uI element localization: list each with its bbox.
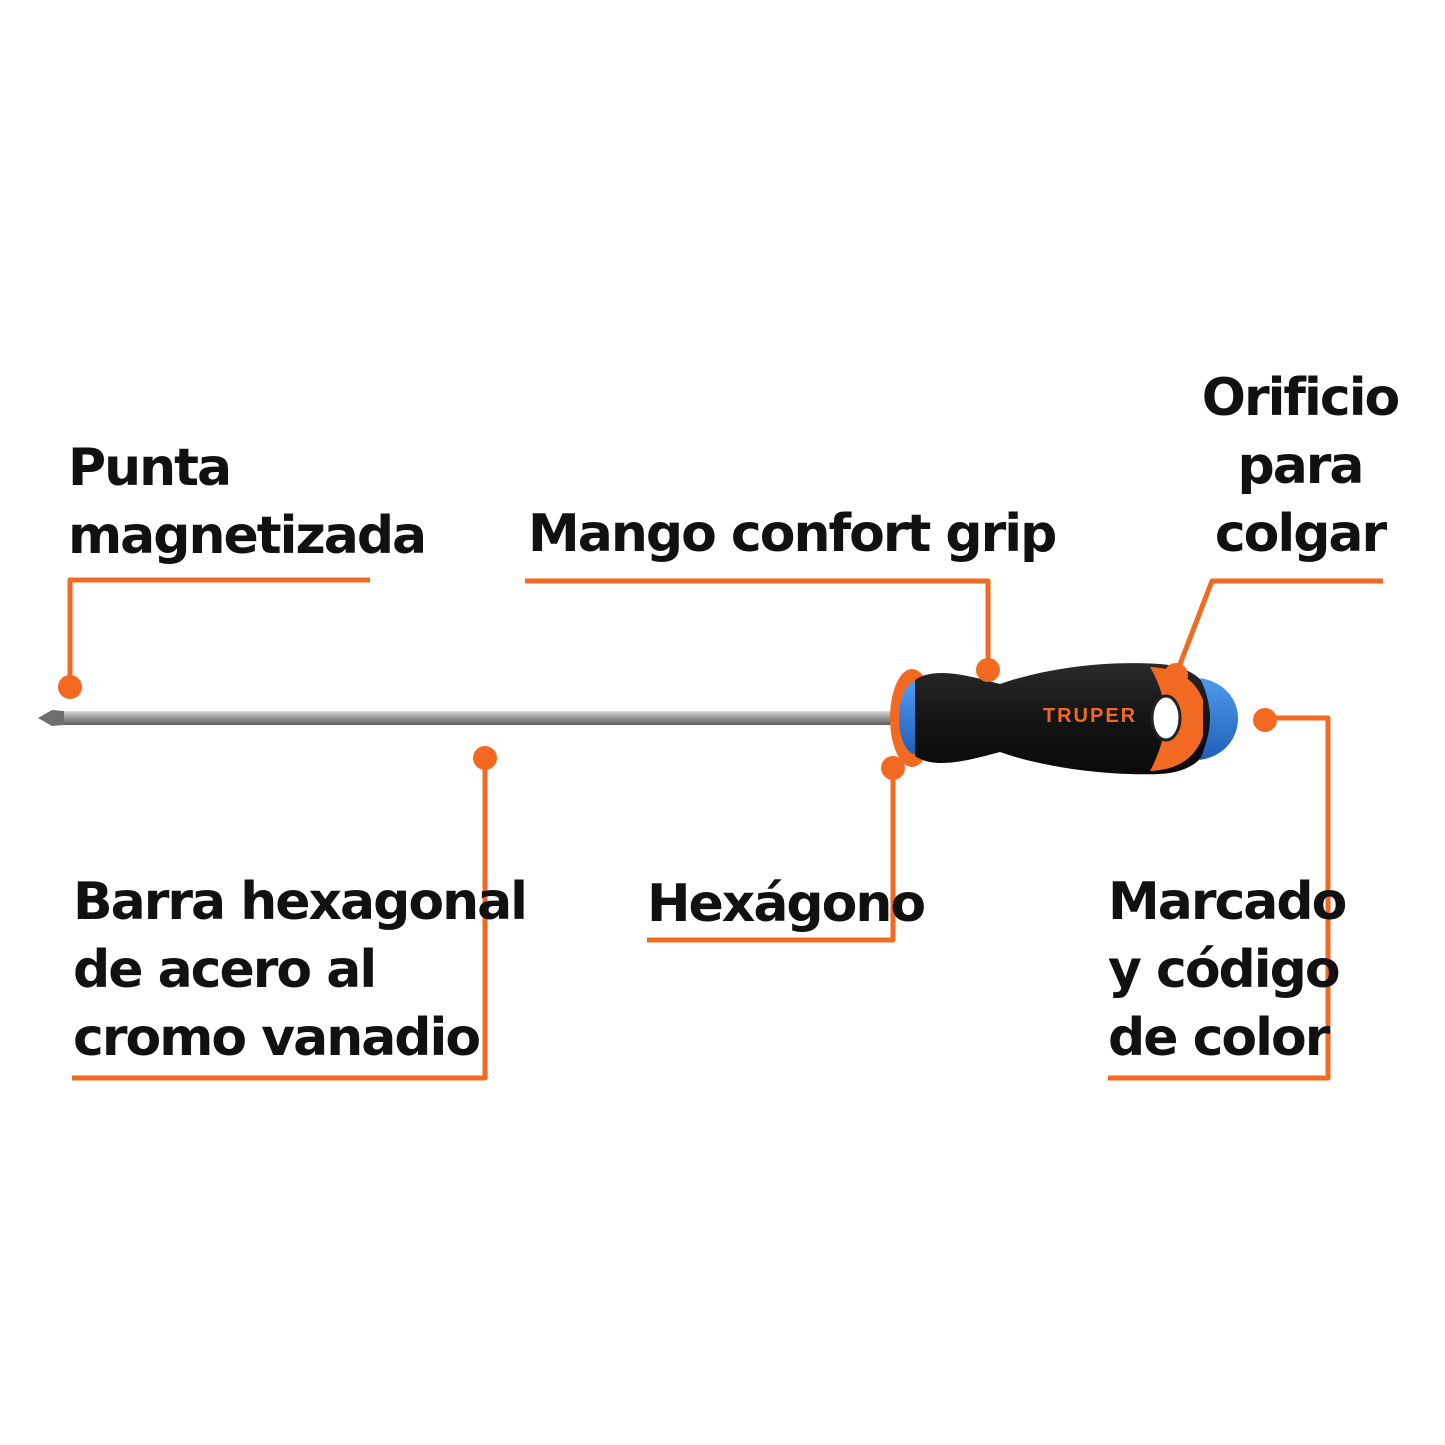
bar-leader [72, 758, 488, 1081]
marking-label-line: Marcado [1108, 872, 1347, 932]
hole-label: Orificio para colgar [1200, 364, 1401, 568]
rear-blue-cap [1200, 678, 1238, 760]
phillips-tip [38, 710, 64, 726]
hole-dot [1164, 663, 1188, 687]
marking-dot [1253, 708, 1277, 732]
hexagon-leader [647, 768, 896, 943]
brand-logo: TRUPER [1043, 705, 1137, 727]
bar-dot [473, 746, 497, 770]
hexagon-label: Hexágono [647, 870, 926, 938]
hexagon-dot [881, 756, 905, 780]
marking-label-line: y código [1108, 940, 1341, 1000]
tip-label: Punta magnetizada [68, 434, 427, 570]
handle-leader [525, 578, 991, 668]
handle-label-line: Mango confort grip [528, 504, 1057, 564]
marking-leader [1108, 715, 1331, 1081]
marking-label-line: de color [1108, 1008, 1330, 1068]
handle-label: Mango confort grip [528, 500, 1057, 568]
callout-lines [67, 577, 1383, 1081]
hole-label-line: para [1237, 436, 1364, 496]
handle-body [915, 663, 1215, 775]
shaft [38, 710, 897, 726]
tip-leader [67, 577, 370, 685]
hole-leader [1174, 578, 1383, 673]
bar-label-line: cromo vanadio [73, 1008, 481, 1068]
bar-label-line: Barra hexagonal [73, 872, 528, 932]
callout-dots [58, 658, 1277, 780]
handle: TRUPER [890, 663, 1238, 775]
tip-dot [58, 675, 82, 699]
hole-label-line: Orificio [1201, 368, 1401, 428]
handle-dot [976, 658, 1000, 682]
tip-label-line: Punta [68, 438, 232, 498]
hole-label-line: colgar [1214, 504, 1387, 564]
hanging-hole [1150, 694, 1182, 742]
tip-label-line: magnetizada [68, 506, 427, 566]
bar-label-line: de acero al [73, 940, 377, 1000]
bar-label: Barra hexagonal de acero al cromo vanadi… [73, 868, 528, 1072]
marking-label: Marcado y código de color [1108, 868, 1347, 1072]
hexagon-label-line: Hexágono [647, 874, 926, 934]
